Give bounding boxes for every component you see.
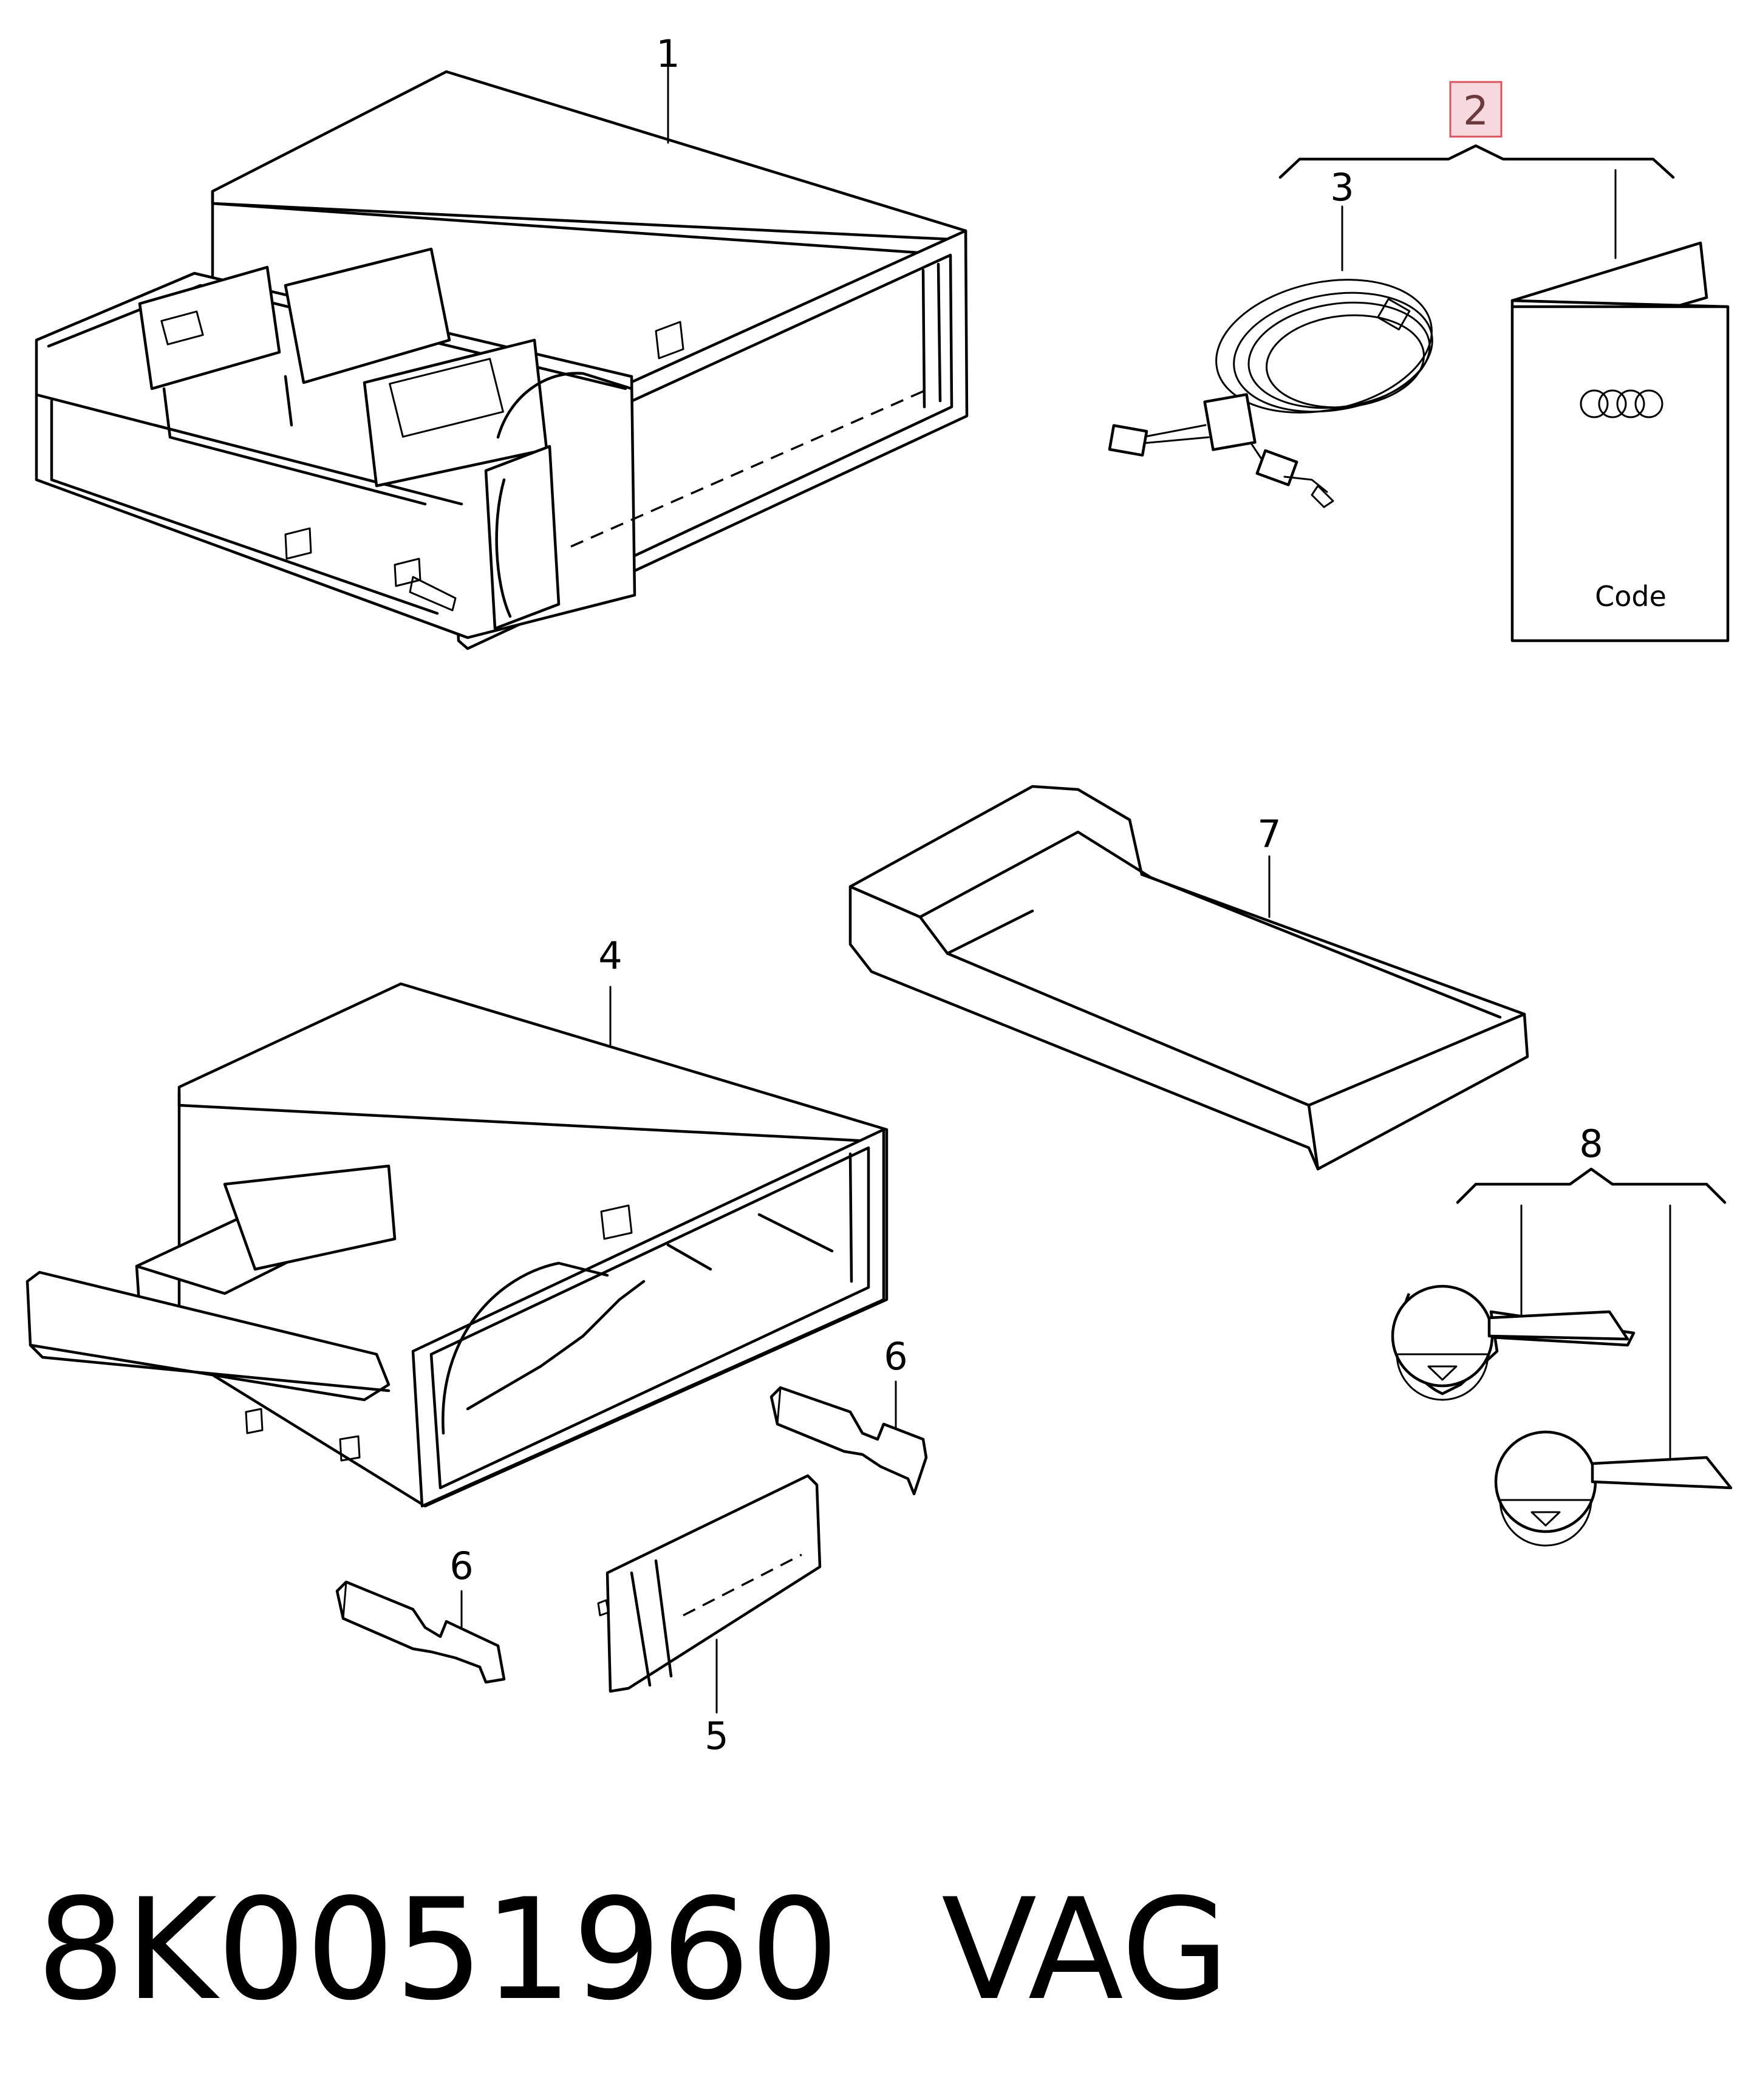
part-2-kit-bracket: [1278, 81, 1675, 179]
part-5-drawer-cover: [597, 1474, 822, 1714]
callout-3: 3: [1330, 165, 1354, 210]
part-3-wiring-harness: [1108, 205, 1433, 508]
callout-6-right: 6: [884, 1334, 907, 1379]
part-7-tray: [848, 785, 1529, 1171]
callout-5: 5: [705, 1714, 728, 1758]
callout-2: 2: [1463, 87, 1489, 134]
part-1-cd-changer-housing: [35, 53, 969, 650]
code-booklet: [1510, 169, 1730, 643]
booklet-code-label: Code: [1595, 580, 1667, 613]
callout-8: 8: [1579, 1122, 1603, 1166]
callout-7: 7: [1257, 812, 1281, 856]
highlight-box: [1449, 81, 1503, 138]
part-8-release-keys: [1391, 1167, 1733, 1547]
footer-brand: VAG: [941, 1869, 1229, 2031]
release-key-upper: [1391, 1284, 1636, 1401]
callout-4: 4: [598, 933, 622, 978]
four-rings-logo-icon: [1580, 389, 1663, 418]
release-key-lower: [1494, 1430, 1733, 1547]
part-6-clip-right: [769, 1380, 928, 1496]
callout-6-left: 6: [449, 1544, 473, 1588]
part-6-clip-left: [335, 1580, 506, 1684]
part-4-housing: [26, 982, 889, 1508]
footer-part-number: 8K0051960: [36, 1869, 839, 2031]
callout-1: 1: [656, 32, 680, 76]
